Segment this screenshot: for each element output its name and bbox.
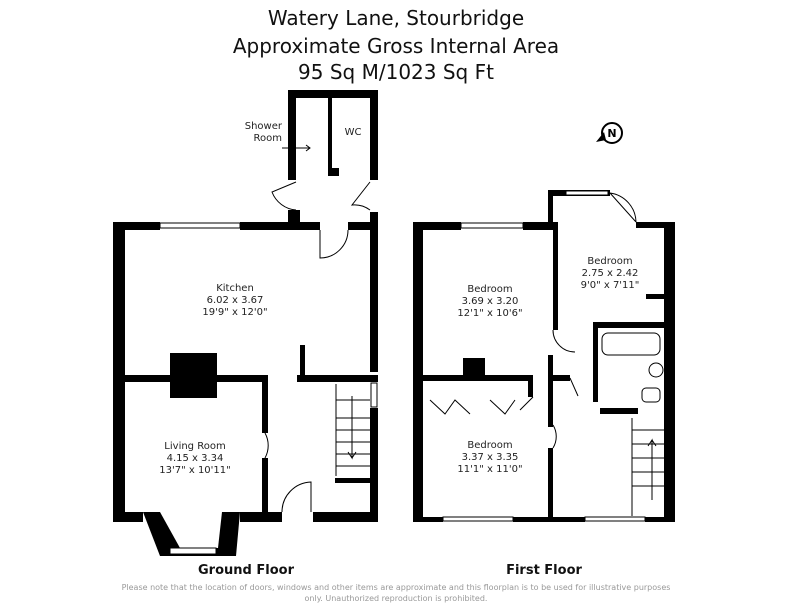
bedroom-1-label: Bedroom 3.69 x 3.20 12'1" x 10'6" [435, 284, 545, 320]
first-floor-label: First Floor [506, 563, 582, 578]
ground-floor-windows [159, 222, 378, 555]
living-room-name: Living Room [164, 441, 226, 452]
living-room-label: Living Room 4.15 x 3.34 13'7" x 10'11" [140, 441, 250, 477]
bedroom-3-imperial: 11'1" x 11'0" [457, 464, 523, 475]
bedroom-1-name: Bedroom [467, 284, 513, 295]
shower-room-label: Shower Room [232, 121, 282, 145]
ground-floor-label: Ground Floor [198, 563, 294, 578]
bedroom-2-label: Bedroom 2.75 x 2.42 9'0" x 7'11" [560, 256, 660, 292]
disclaimer: Please note that the location of doors, … [121, 583, 671, 603]
first-floor-walls [413, 190, 675, 522]
first-floor-fixtures [429, 192, 664, 516]
bedroom-3-label: Bedroom 3.37 x 3.35 11'1" x 11'0" [435, 440, 545, 476]
shower-room-line1: Shower [244, 121, 282, 132]
area-title: Approximate Gross Internal Area [232, 34, 560, 58]
bedroom-2-metric: 2.75 x 2.42 [581, 268, 639, 279]
kitchen-metric: 6.02 x 3.67 [206, 295, 264, 306]
area-value: 95 Sq M/1023 Sq Ft [298, 60, 494, 84]
bedroom-1-imperial: 12'1" x 10'6" [457, 308, 523, 319]
bedroom-3-metric: 3.37 x 3.35 [461, 452, 519, 463]
shower-room-line2: Room [253, 133, 282, 144]
bedroom-2-name: Bedroom [587, 256, 633, 267]
address-title: Watery Lane, Stourbridge [267, 6, 525, 30]
wc-label: WC [344, 127, 362, 138]
compass-letter: N [607, 127, 616, 140]
kitchen-label: Kitchen 6.02 x 3.67 19'9" x 12'0" [180, 283, 290, 319]
bedroom-3-name: Bedroom [467, 440, 513, 451]
bedroom-2-imperial: 9'0" x 7'11" [580, 280, 640, 291]
ground-floor-walls [113, 90, 378, 556]
bedroom-1-metric: 3.69 x 3.20 [461, 296, 519, 307]
kitchen-name: Kitchen [216, 283, 254, 294]
living-room-metric: 4.15 x 3.34 [166, 453, 224, 464]
kitchen-imperial: 19'9" x 12'0" [202, 307, 268, 318]
first-floor-windows [442, 190, 646, 522]
ground-floor-doors [264, 144, 371, 513]
compass-icon: N [596, 122, 623, 144]
living-room-imperial: 13'7" x 10'11" [159, 465, 231, 476]
